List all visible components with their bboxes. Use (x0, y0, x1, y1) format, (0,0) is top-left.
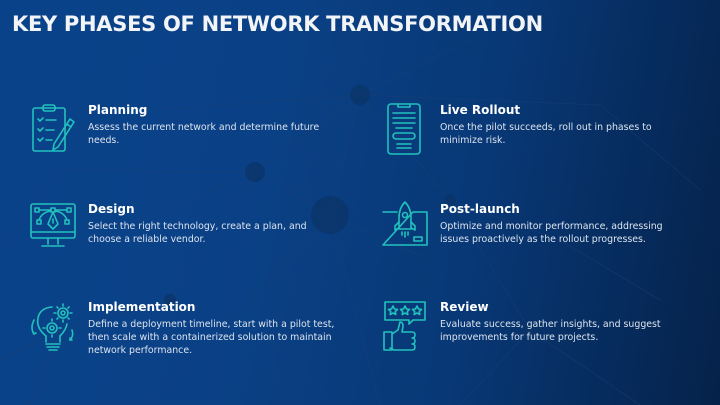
clipboard-checklist-pencil-icon (30, 103, 76, 155)
phase-post-launch: Post-launch Optimize and monitor perform… (382, 201, 682, 272)
phase-description: Define a deployment timeline, start with… (88, 319, 335, 356)
monitor-pen-tool-icon (30, 202, 76, 254)
phase-heading: Design (88, 202, 135, 216)
phase-description: Assess the current network and determine… (88, 122, 320, 146)
phase-heading: Implementation (88, 300, 196, 314)
phase-design: Design Select the right technology, crea… (30, 202, 330, 272)
phase-heading: Post-launch (440, 202, 520, 216)
phase-heading: Live Rollout (440, 103, 521, 117)
lightbulb-gears-icon (30, 300, 76, 352)
thumbs-up-stars-icon (382, 300, 428, 352)
phase-description: Select the right technology, create a pl… (88, 221, 307, 245)
smartphone-document-icon (382, 103, 428, 155)
phase-description: Once the pilot succeeds, roll out in pha… (440, 122, 652, 146)
phase-heading: Review (440, 300, 489, 314)
phase-implementation: Implementation Define a deployment timel… (30, 300, 334, 370)
slide-title: KEY PHASES OF NETWORK TRANSFORMATION (12, 12, 543, 36)
phase-description: Evaluate success, gather insights, and s… (440, 319, 661, 343)
rocket-launch-box-icon (382, 201, 428, 254)
phase-heading: Planning (88, 103, 148, 117)
phase-description: Optimize and monitor performance, addres… (440, 221, 663, 245)
phase-planning: Planning Assess the current network and … (30, 103, 330, 173)
phase-live-rollout: Live Rollout Once the pilot succeeds, ro… (382, 103, 682, 173)
phase-review: Review Evaluate success, gather insights… (382, 300, 682, 370)
